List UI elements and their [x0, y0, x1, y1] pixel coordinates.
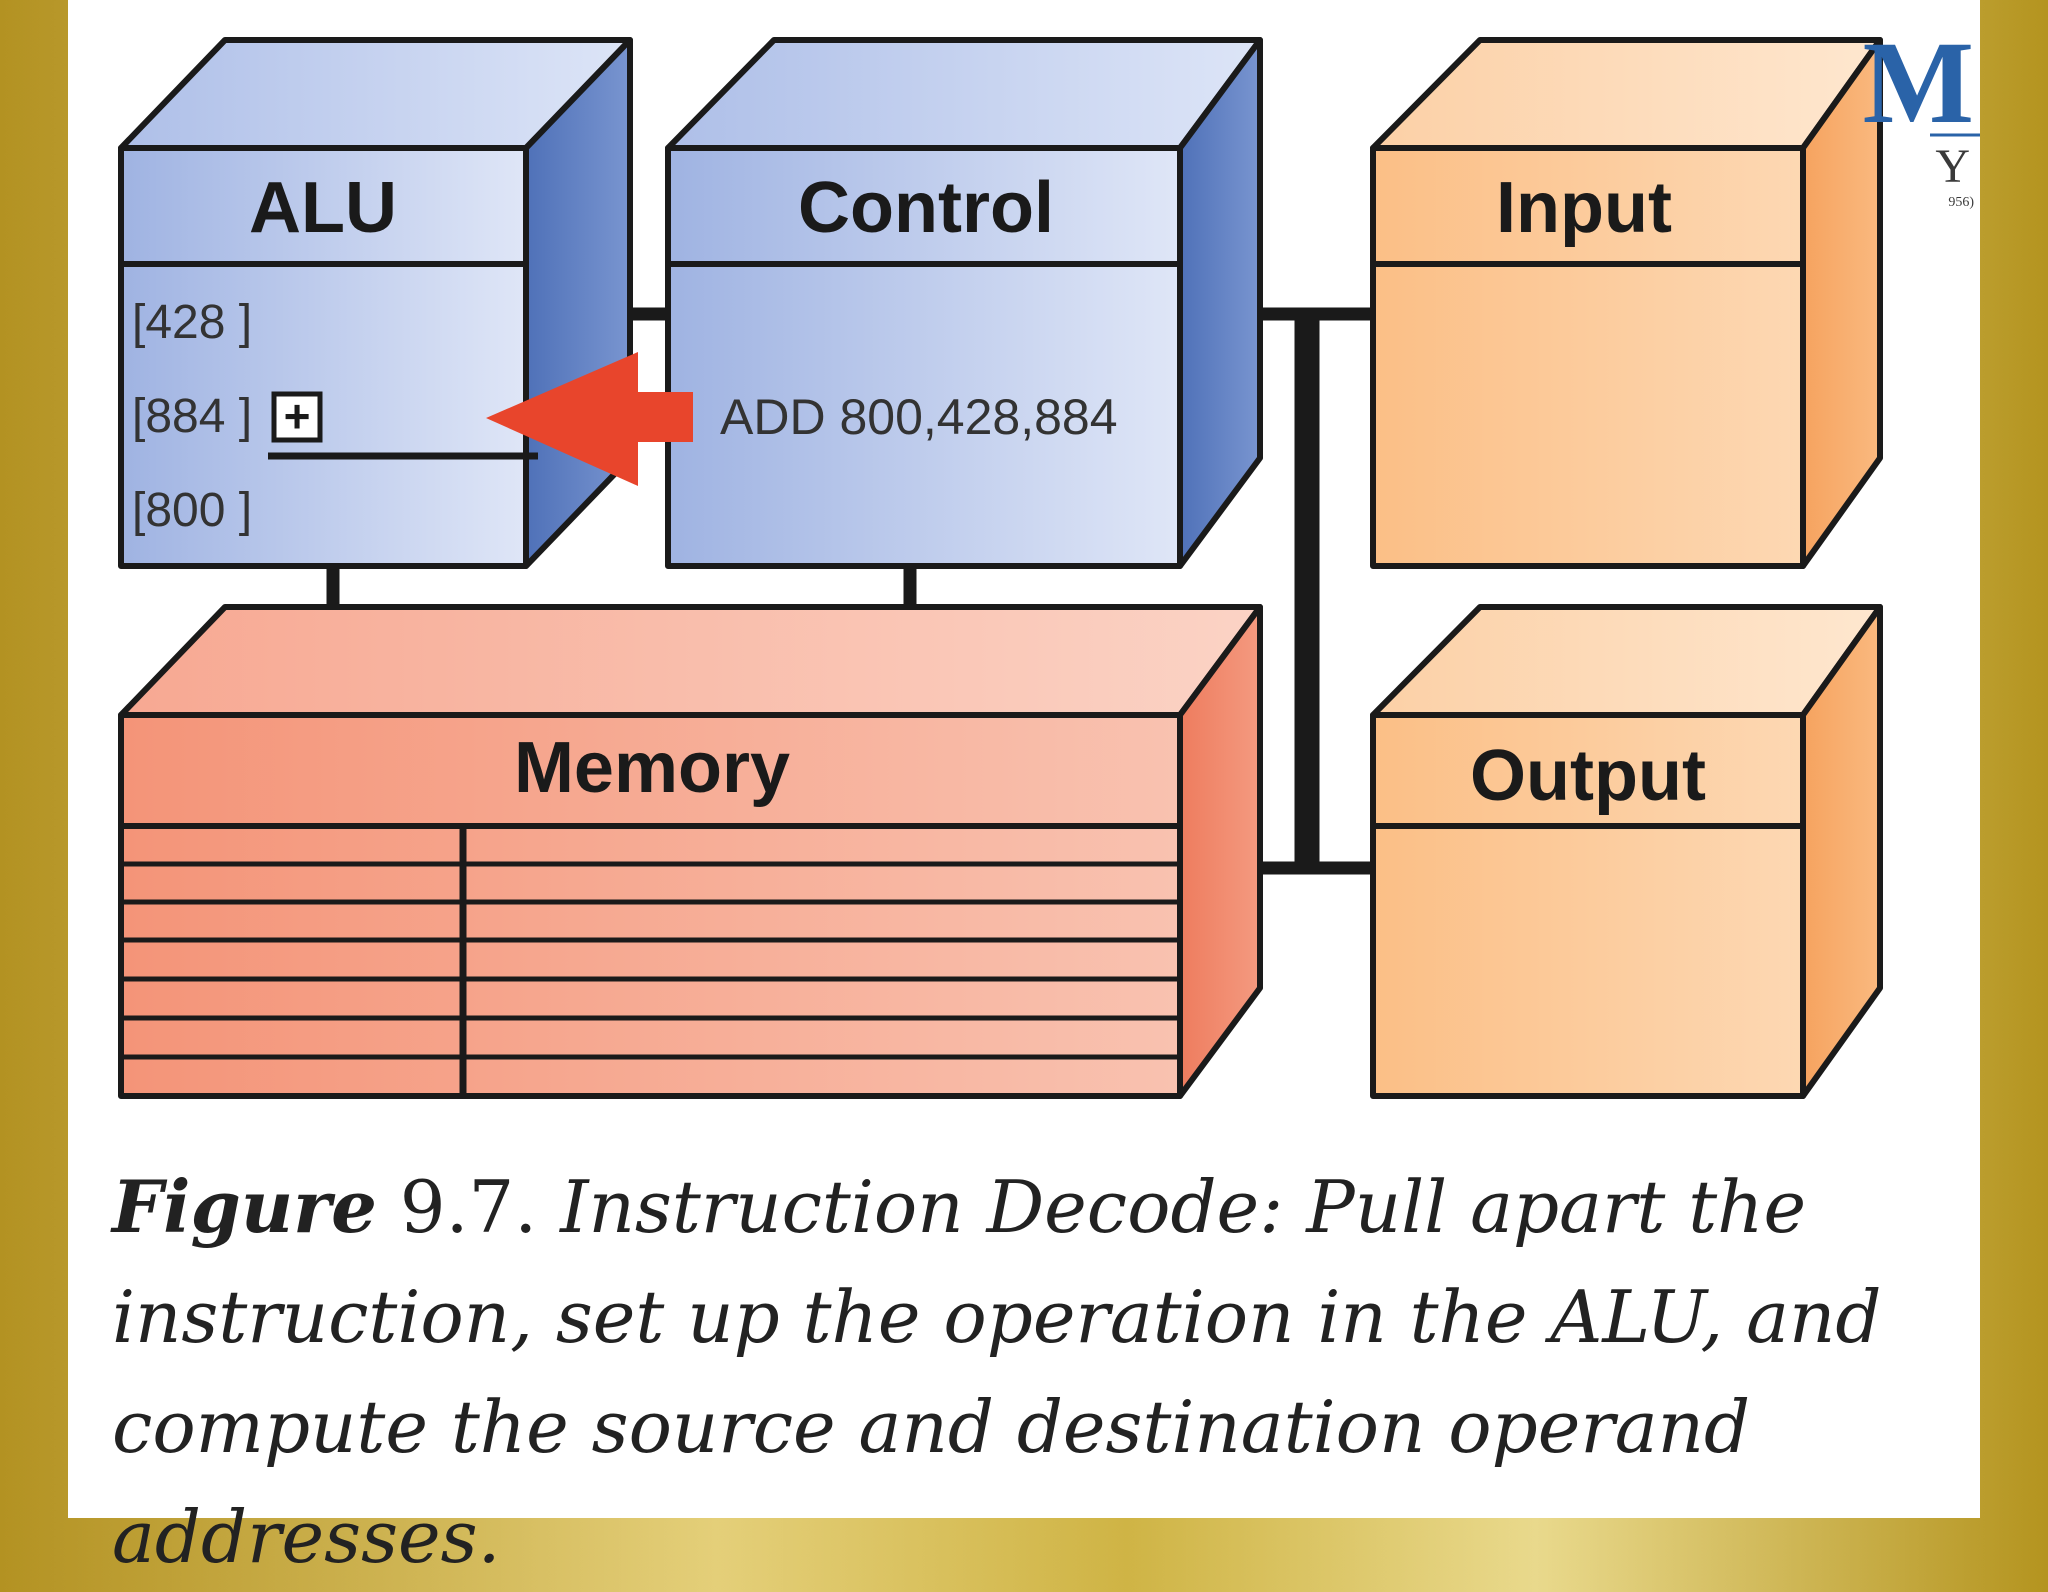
- input-label: Input: [1496, 168, 1672, 248]
- caption-figure-word: Figure: [112, 1164, 377, 1249]
- caption-line-3: compute the source and destination opera…: [112, 1385, 1751, 1579]
- computer-architecture-diagram: ALU [428 ] [884 ] [800 ] + Control ADD 8…: [118, 17, 1980, 1099]
- control-instruction: ADD 800,428,884: [720, 389, 1118, 445]
- memory-label: Memory: [514, 728, 790, 808]
- svg-text:M: M: [1863, 17, 1974, 148]
- svg-text:+: +: [284, 390, 311, 442]
- alu-registers: [428 ] [884 ] [800 ]: [132, 296, 252, 537]
- memory-cells-grid: [121, 826, 1180, 1096]
- alu-register-2: [884 ]: [132, 390, 252, 443]
- input-box: [1370, 37, 1883, 569]
- caption-line-2: instruction, set up the operation in the…: [112, 1275, 1882, 1359]
- alu-register-3: [800 ]: [132, 484, 252, 537]
- control-box: [665, 37, 1263, 569]
- memory-box-top: [118, 604, 1263, 718]
- svg-text:956): 956): [1948, 195, 1974, 210]
- logo-fragment: M Y 956): [1863, 17, 1980, 210]
- output-box-front: [1370, 712, 1806, 1099]
- input-box-top: [1370, 37, 1883, 151]
- output-label: Output: [1470, 736, 1706, 816]
- memory-box: [118, 604, 1263, 1099]
- alu-label: ALU: [249, 168, 397, 248]
- slide: ALU [428 ] [884 ] [800 ] + Control ADD 8…: [68, 0, 1980, 1579]
- control-label: Control: [798, 168, 1054, 248]
- memory-box-front: [118, 712, 1183, 1099]
- alu-register-1: [428 ]: [132, 296, 252, 349]
- figure-caption: Figure 9.7. Instruction Decode: Pull apa…: [112, 1152, 1962, 1592]
- caption-line-1: Instruction Decode: Pull apart the: [560, 1165, 1807, 1249]
- alu-box-front: [118, 145, 529, 569]
- control-box-top: [665, 37, 1263, 151]
- control-box-front: [665, 145, 1183, 569]
- caption-figure-number: 9.7.: [399, 1165, 538, 1249]
- input-box-front: [1370, 145, 1806, 569]
- alu-plus-icon: +: [271, 390, 323, 443]
- decode-arrow-icon: [486, 352, 693, 486]
- svg-text:Y: Y: [1935, 140, 1970, 193]
- output-box: [1370, 604, 1883, 1099]
- output-box-top: [1370, 604, 1883, 718]
